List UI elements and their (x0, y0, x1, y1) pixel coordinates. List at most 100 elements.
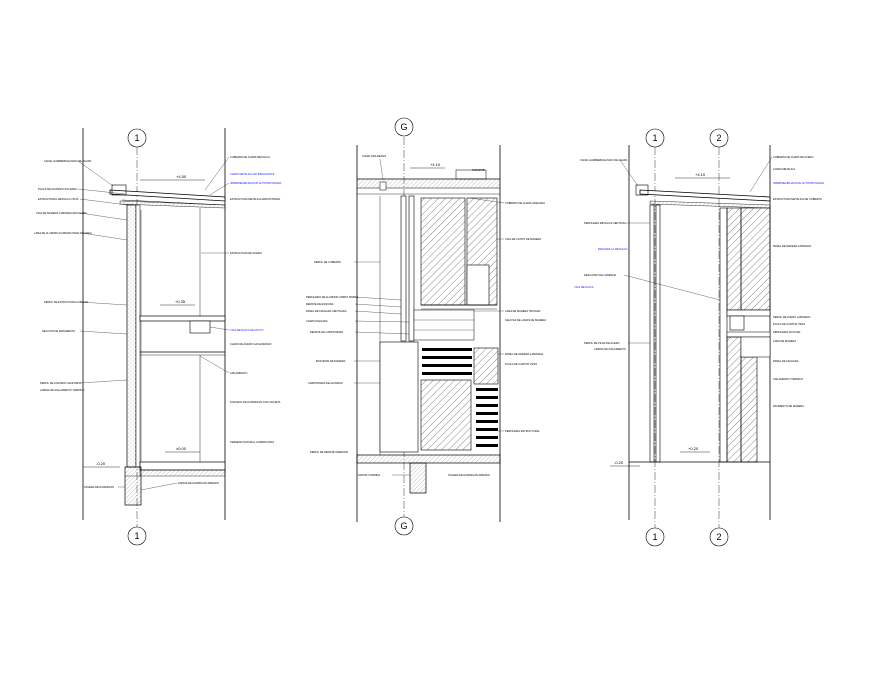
grid-label-top-1: 1 (652, 133, 657, 143)
note: CUBIERTA DE CHAPA METALICA (230, 155, 270, 159)
note: PANEL DE MADERA LAMINADA (505, 352, 543, 356)
wall-panel-upper-b (740, 207, 771, 311)
wall-panel-upper-a (726, 207, 742, 311)
roof-deck (639, 189, 771, 202)
note: CUBIERTA DE CHAPA DE ACERO (773, 155, 814, 159)
note: SECCION DE PARAMENTO (42, 329, 75, 333)
note: PLACA DE CARTON YESO (773, 322, 805, 326)
note-link[interactable]: IMPERMEABILIZACION AUTOPROTEGIDA (230, 181, 282, 185)
window-band (413, 309, 475, 341)
note: PERFILERIA AUXILIAR (773, 330, 801, 334)
note: TERRENO NATURAL COMPACTADO (230, 440, 274, 444)
notes-left: CANAL GAMBERRALIZADO DE CHAPA PERFILERIA… (574, 158, 721, 351)
grid-label-top: G (400, 122, 407, 132)
note-link[interactable]: VIGA METALICA (574, 285, 594, 289)
grid-label-bottom: 1 (134, 531, 139, 541)
note-link[interactable]: BARANDILLA METALICA (598, 247, 628, 251)
note: ESTRUCTURA METALICA ARRIOSTRADA (230, 197, 281, 201)
note: SOLERA DE HORMIGON ARMADO (448, 473, 490, 477)
note: REMATE DE CARPINTERIA (310, 330, 343, 334)
grid-bubble-top (394, 117, 414, 137)
note: PERFILERIA ESTRUCTURAL (505, 429, 540, 433)
level-ground: -0.20 (614, 460, 624, 465)
post (655, 204, 661, 463)
mid-floor-slab (139, 315, 226, 322)
note: CUBIERTA DE CHAPA GRECADA (505, 201, 545, 205)
roof-insulation (649, 200, 771, 209)
note: PANEL DE FACHADA (773, 359, 799, 363)
grid-bubble-bottom-1 (645, 527, 665, 547)
grid-bubble-top (127, 128, 147, 148)
note-link[interactable]: VIGA METALICA DE APOYO (230, 328, 264, 332)
grid-bubble-bottom (394, 516, 414, 536)
note: CANAL GAMBERRALIZADO DE CHAPA (580, 158, 628, 162)
footing (124, 466, 142, 506)
wall-panel-lower-a (726, 336, 742, 463)
opening (466, 264, 490, 306)
floor-slab (356, 454, 501, 464)
grid-bubble-bottom (127, 526, 147, 546)
panel-lower (420, 379, 472, 451)
grid-label-bottom-2: 2 (716, 532, 721, 542)
grid-bubble-top-2 (709, 128, 729, 148)
note-link[interactable]: CHAPA METALICA ANTIDESLIZANTE (230, 172, 275, 176)
note: PERFIL DE FORJADO SANITARIO (40, 381, 81, 385)
notes-left: CANAL GAMBERRALIZADO DE CHAPA PLACA DE A… (34, 159, 128, 392)
notes-right: CUBIERTA DE CHAPA METALICA CHAPA METALIC… (199, 155, 282, 444)
note: CELOSIA DE LAMAS DE MADERA (505, 318, 546, 322)
grid-label-top: 1 (134, 133, 139, 143)
note: PLACA DE ALUMINIO SOLDADO (38, 187, 77, 191)
note: PERFIL DE PILAR DE ACERO (584, 341, 620, 345)
wall-insulation (126, 204, 137, 468)
level-mid: +0.35 (175, 299, 186, 304)
note: ZAPATA CORRIDA (358, 473, 380, 477)
level-roof: +4.10 (430, 162, 441, 167)
floor-base (139, 469, 226, 477)
note: REMATE DE ESQUINA (306, 302, 334, 306)
note-link[interactable]: IMPERMEABILIZACION AUTOPROTEGIDA (773, 181, 825, 185)
section-g: G G +4.10 (306, 117, 546, 536)
note: VIGA DE MADERA LAMINADA ENCOLADA (36, 211, 87, 215)
note: PANEL DE FACHADA VENTILADA (306, 309, 347, 313)
grid-label-bottom: G (400, 521, 407, 531)
note: AISLAMIENTO (230, 371, 247, 375)
note: BASTIDOR DE MADERA (316, 359, 346, 363)
notes-left: PERFIL DE CUBIERTA PERFILERIA DE ALUMINI… (306, 260, 410, 454)
level-floor: +0.20 (688, 446, 699, 451)
roof-build-up (357, 179, 500, 188)
louvres (422, 348, 498, 447)
note: CANAL MOLDEADO (362, 154, 386, 158)
note: LAMINA DE AISLAMIENTO TERMICO (40, 388, 84, 392)
post (649, 204, 655, 463)
wall-stud (135, 204, 141, 468)
note: CHAPA PLEGADA (306, 319, 328, 323)
note: PERFIL DE REMATE INFERIOR (310, 450, 348, 454)
roof-deck (109, 189, 226, 202)
notes-top: CANAL MOLDEADO SOPORTE (362, 154, 485, 181)
notes-right: CUBIERTA DE CHAPA DE ACERO CHAPA METALIC… (749, 155, 825, 408)
grid-label-bottom-1: 1 (652, 532, 657, 542)
note: ESTRUCTURAL METALICA VISTA (38, 197, 79, 201)
mid-beam (189, 320, 211, 334)
note: PLACA DE CARTON YESO (505, 362, 537, 366)
note: FORJADO DE HORMIGON CON VIGUETA (230, 400, 281, 404)
note: SOPORTE (472, 168, 485, 172)
note: PERFIL DE ACERO LAMINADO (773, 315, 810, 319)
note: PAVIMENTO DE MADERA (773, 404, 804, 408)
section-1-2: 1 2 1 2 +4.10 -0.20 +0.20 CANA (574, 128, 825, 547)
ceiling-band (726, 331, 771, 338)
level-floor: ±0.00 (176, 446, 187, 451)
section-1: 1 1 +4.50 +0.35 ±0.00 -0.20 (34, 128, 282, 546)
floor-edge (726, 309, 771, 317)
mullion (400, 195, 407, 342)
note: LAMA DE ALUMINIO ACABADO PARA FACHADA (34, 231, 92, 235)
panel-upper-left (420, 197, 466, 306)
note: CANAL GAMBERRALIZADO DE CHAPA (44, 159, 92, 163)
note: LAMINA DE AISLAMIENTO (594, 347, 626, 351)
note: PERFIL DE ESTRUCTURA AUXILIAR (44, 300, 88, 304)
grid-bubble-top-1 (645, 128, 665, 148)
gutter (455, 169, 487, 180)
level-roof: +4.10 (695, 172, 706, 177)
panel-lower-right (473, 347, 499, 385)
